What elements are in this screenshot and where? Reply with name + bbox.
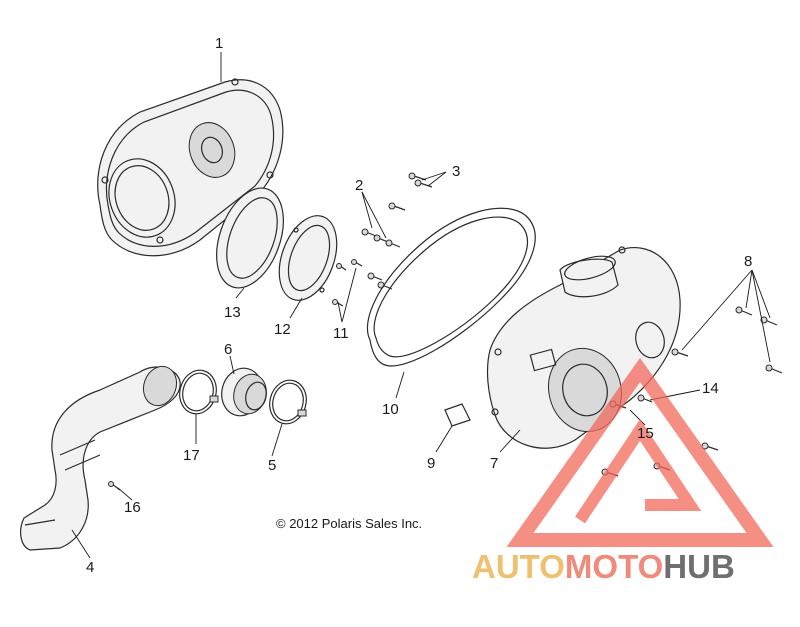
callout-11: 11 — [333, 325, 349, 342]
bolt-group-upper — [332, 172, 433, 307]
callout-16: 16 — [124, 499, 141, 516]
callout-5: 5 — [268, 457, 276, 474]
intake-duct-part — [20, 365, 181, 551]
callout-13: 13 — [224, 304, 241, 321]
inner-clutch-cover-part — [97, 78, 284, 257]
seal-ring-part — [216, 187, 284, 289]
watermark-brand-hub: HUB — [663, 548, 735, 585]
outer-clutch-cover-part — [486, 246, 681, 449]
watermark-brand-moto: MOTO — [565, 548, 663, 585]
callout-12: 12 — [274, 321, 291, 338]
callout-15: 15 — [637, 425, 654, 442]
callout-17: 17 — [183, 447, 200, 464]
callout-3: 3 — [452, 163, 460, 180]
callout-2: 2 — [355, 177, 363, 194]
duct-coupler-part — [221, 367, 267, 417]
callout-7: 7 — [490, 455, 498, 472]
leader-lines — [71, 52, 771, 559]
callout-4: 4 — [86, 559, 94, 576]
callout-8: 8 — [744, 253, 752, 270]
cover-plate-part — [278, 215, 338, 301]
hose-clamp-right-part — [269, 379, 307, 425]
copyright-text: © 2012 Polaris Sales Inc. — [276, 516, 422, 531]
callout-9: 9 — [427, 455, 435, 472]
watermark-logo — [506, 357, 774, 547]
hose-clamp-left-part — [179, 369, 219, 415]
callout-10: 10 — [382, 401, 399, 418]
callout-labels: 1 2 3 4 5 6 7 8 9 10 11 12 13 14 15 16 1… — [86, 35, 752, 576]
watermark-brand-auto: AUTO — [472, 548, 565, 585]
callout-6: 6 — [224, 341, 232, 358]
drive-belt-part — [366, 207, 536, 367]
callout-1: 1 — [215, 35, 223, 52]
callout-14: 14 — [702, 380, 719, 397]
label-decal-part — [444, 403, 471, 427]
watermark-brand: AUTOMOTOHUB — [472, 548, 735, 585]
